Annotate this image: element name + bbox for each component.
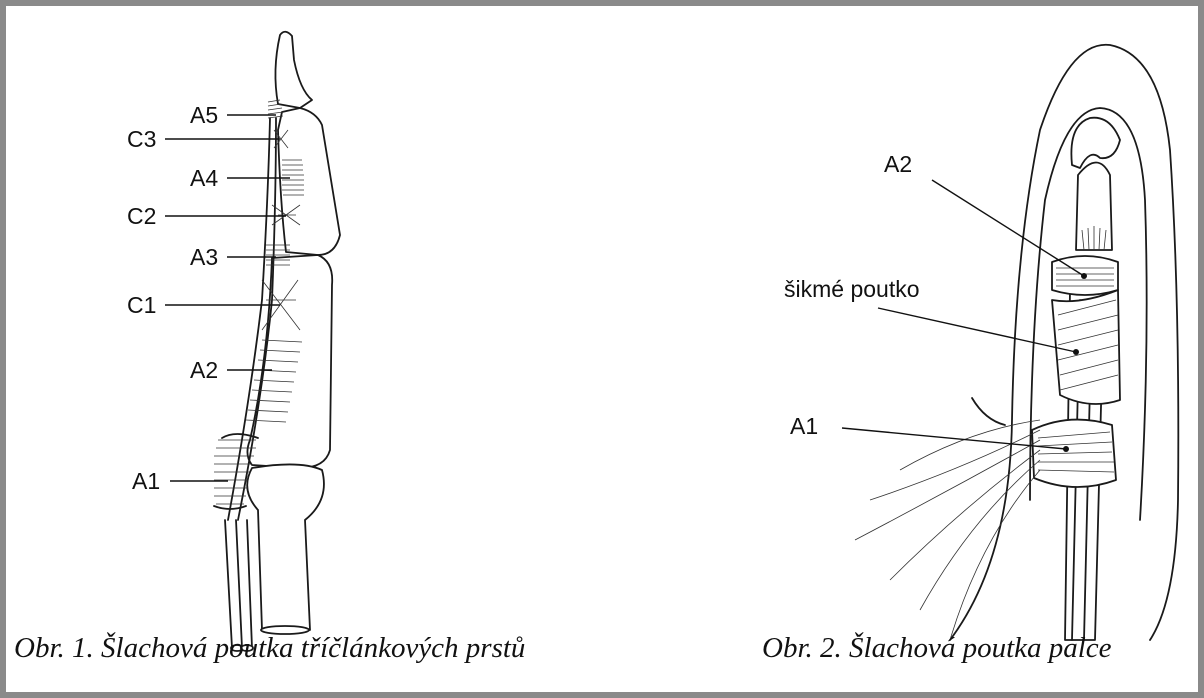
thumb-pulley-oblique: [1052, 290, 1120, 404]
label-c1: C1: [127, 292, 156, 318]
thumb-pulley-a1: [1032, 420, 1116, 487]
label-c3: C3: [127, 126, 156, 152]
figure1-caption: Obr. 1. Šlachová poutka tříčlánkových pr…: [14, 632, 525, 665]
label-a2: A2: [190, 357, 218, 383]
label-c2: C2: [127, 203, 156, 229]
label-a5: A5: [190, 102, 218, 128]
finger-illustration: [214, 32, 340, 651]
figure2-labels: A2 šikmé poutko A1: [784, 151, 1084, 449]
label-oblique: šikmé poutko: [784, 276, 920, 302]
label-a3: A3: [190, 244, 218, 270]
label-a1: A1: [132, 468, 160, 494]
label-thumb-a2: A2: [884, 151, 912, 177]
label-thumb-a1: A1: [790, 413, 818, 439]
figure2-caption: Obr. 2. Šlachová poutka palce: [762, 632, 1112, 665]
label-a4: A4: [190, 165, 218, 191]
thumb-illustration: [855, 45, 1178, 640]
